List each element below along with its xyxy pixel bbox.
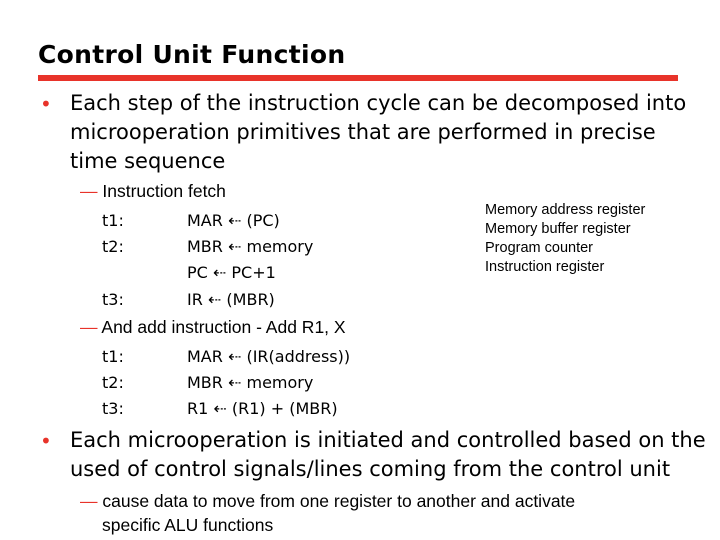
dash-marker: — [80, 491, 98, 511]
add-step-op-1: MAR ⇠ (IR(address)) [187, 347, 351, 366]
legend-mbr: Memory buffer register [485, 221, 631, 237]
add-step-label-2: t2: [102, 373, 124, 392]
add-heading-text: And add instruction - Add R1, X [101, 317, 346, 337]
bullet-2-line-2: used of control signals/lines coming fro… [70, 457, 671, 481]
bullet-1-line-3: time sequence [70, 149, 226, 173]
fetch-step-label-1: t1: [102, 211, 124, 230]
fetch-step-op-2: MBR ⇠ memory [187, 237, 314, 256]
add-heading: — And add instruction - Add R1, X [80, 317, 346, 338]
bullet-1-text: Each step of the instruction cycle can b… [70, 89, 686, 176]
control-note-line-2: specific ALU functions [102, 515, 274, 535]
legend-mar: Memory address register [485, 202, 646, 218]
fetch-step-op-1: MAR ⇠ (PC) [187, 211, 280, 230]
register-legend: Memory address register Memory buffer re… [485, 201, 645, 277]
bullet-1-line-2: microoperation primitives that are perfo… [70, 120, 656, 144]
bullet-dot-1: • [40, 92, 52, 116]
add-step-op-2: MBR ⇠ memory [187, 373, 314, 392]
bullet-2-text: Each microoperation is initiated and con… [70, 426, 706, 484]
bullet-dot-2: • [40, 429, 52, 453]
bullet-1-line-1: Each step of the instruction cycle can b… [70, 91, 687, 115]
add-step-label-1: t1: [102, 347, 124, 366]
title-underline [38, 75, 678, 81]
control-note: — cause data to move from one register t… [80, 489, 575, 537]
dash-marker: — [80, 181, 98, 201]
slide-title: Control Unit Function [38, 40, 346, 69]
fetch-heading: — Instruction fetch [80, 181, 226, 202]
bullet-2-line-1: Each microoperation is initiated and con… [70, 428, 706, 452]
legend-pc: Program counter [485, 240, 593, 256]
fetch-step-label-2: t2: [102, 237, 124, 256]
legend-ir: Instruction register [485, 259, 605, 275]
fetch-heading-text: Instruction fetch [102, 181, 226, 201]
add-step-op-3: R1 ⇠ (R1) + (MBR) [187, 399, 338, 418]
control-note-line-1: cause data to move from one register to … [102, 491, 576, 511]
add-step-label-3: t3: [102, 399, 124, 418]
dash-marker: — [80, 317, 98, 337]
fetch-step-op-4: IR ⇠ (MBR) [187, 290, 275, 309]
fetch-step-op-3: PC ⇠ PC+1 [187, 263, 276, 282]
fetch-step-label-4: t3: [102, 290, 124, 309]
